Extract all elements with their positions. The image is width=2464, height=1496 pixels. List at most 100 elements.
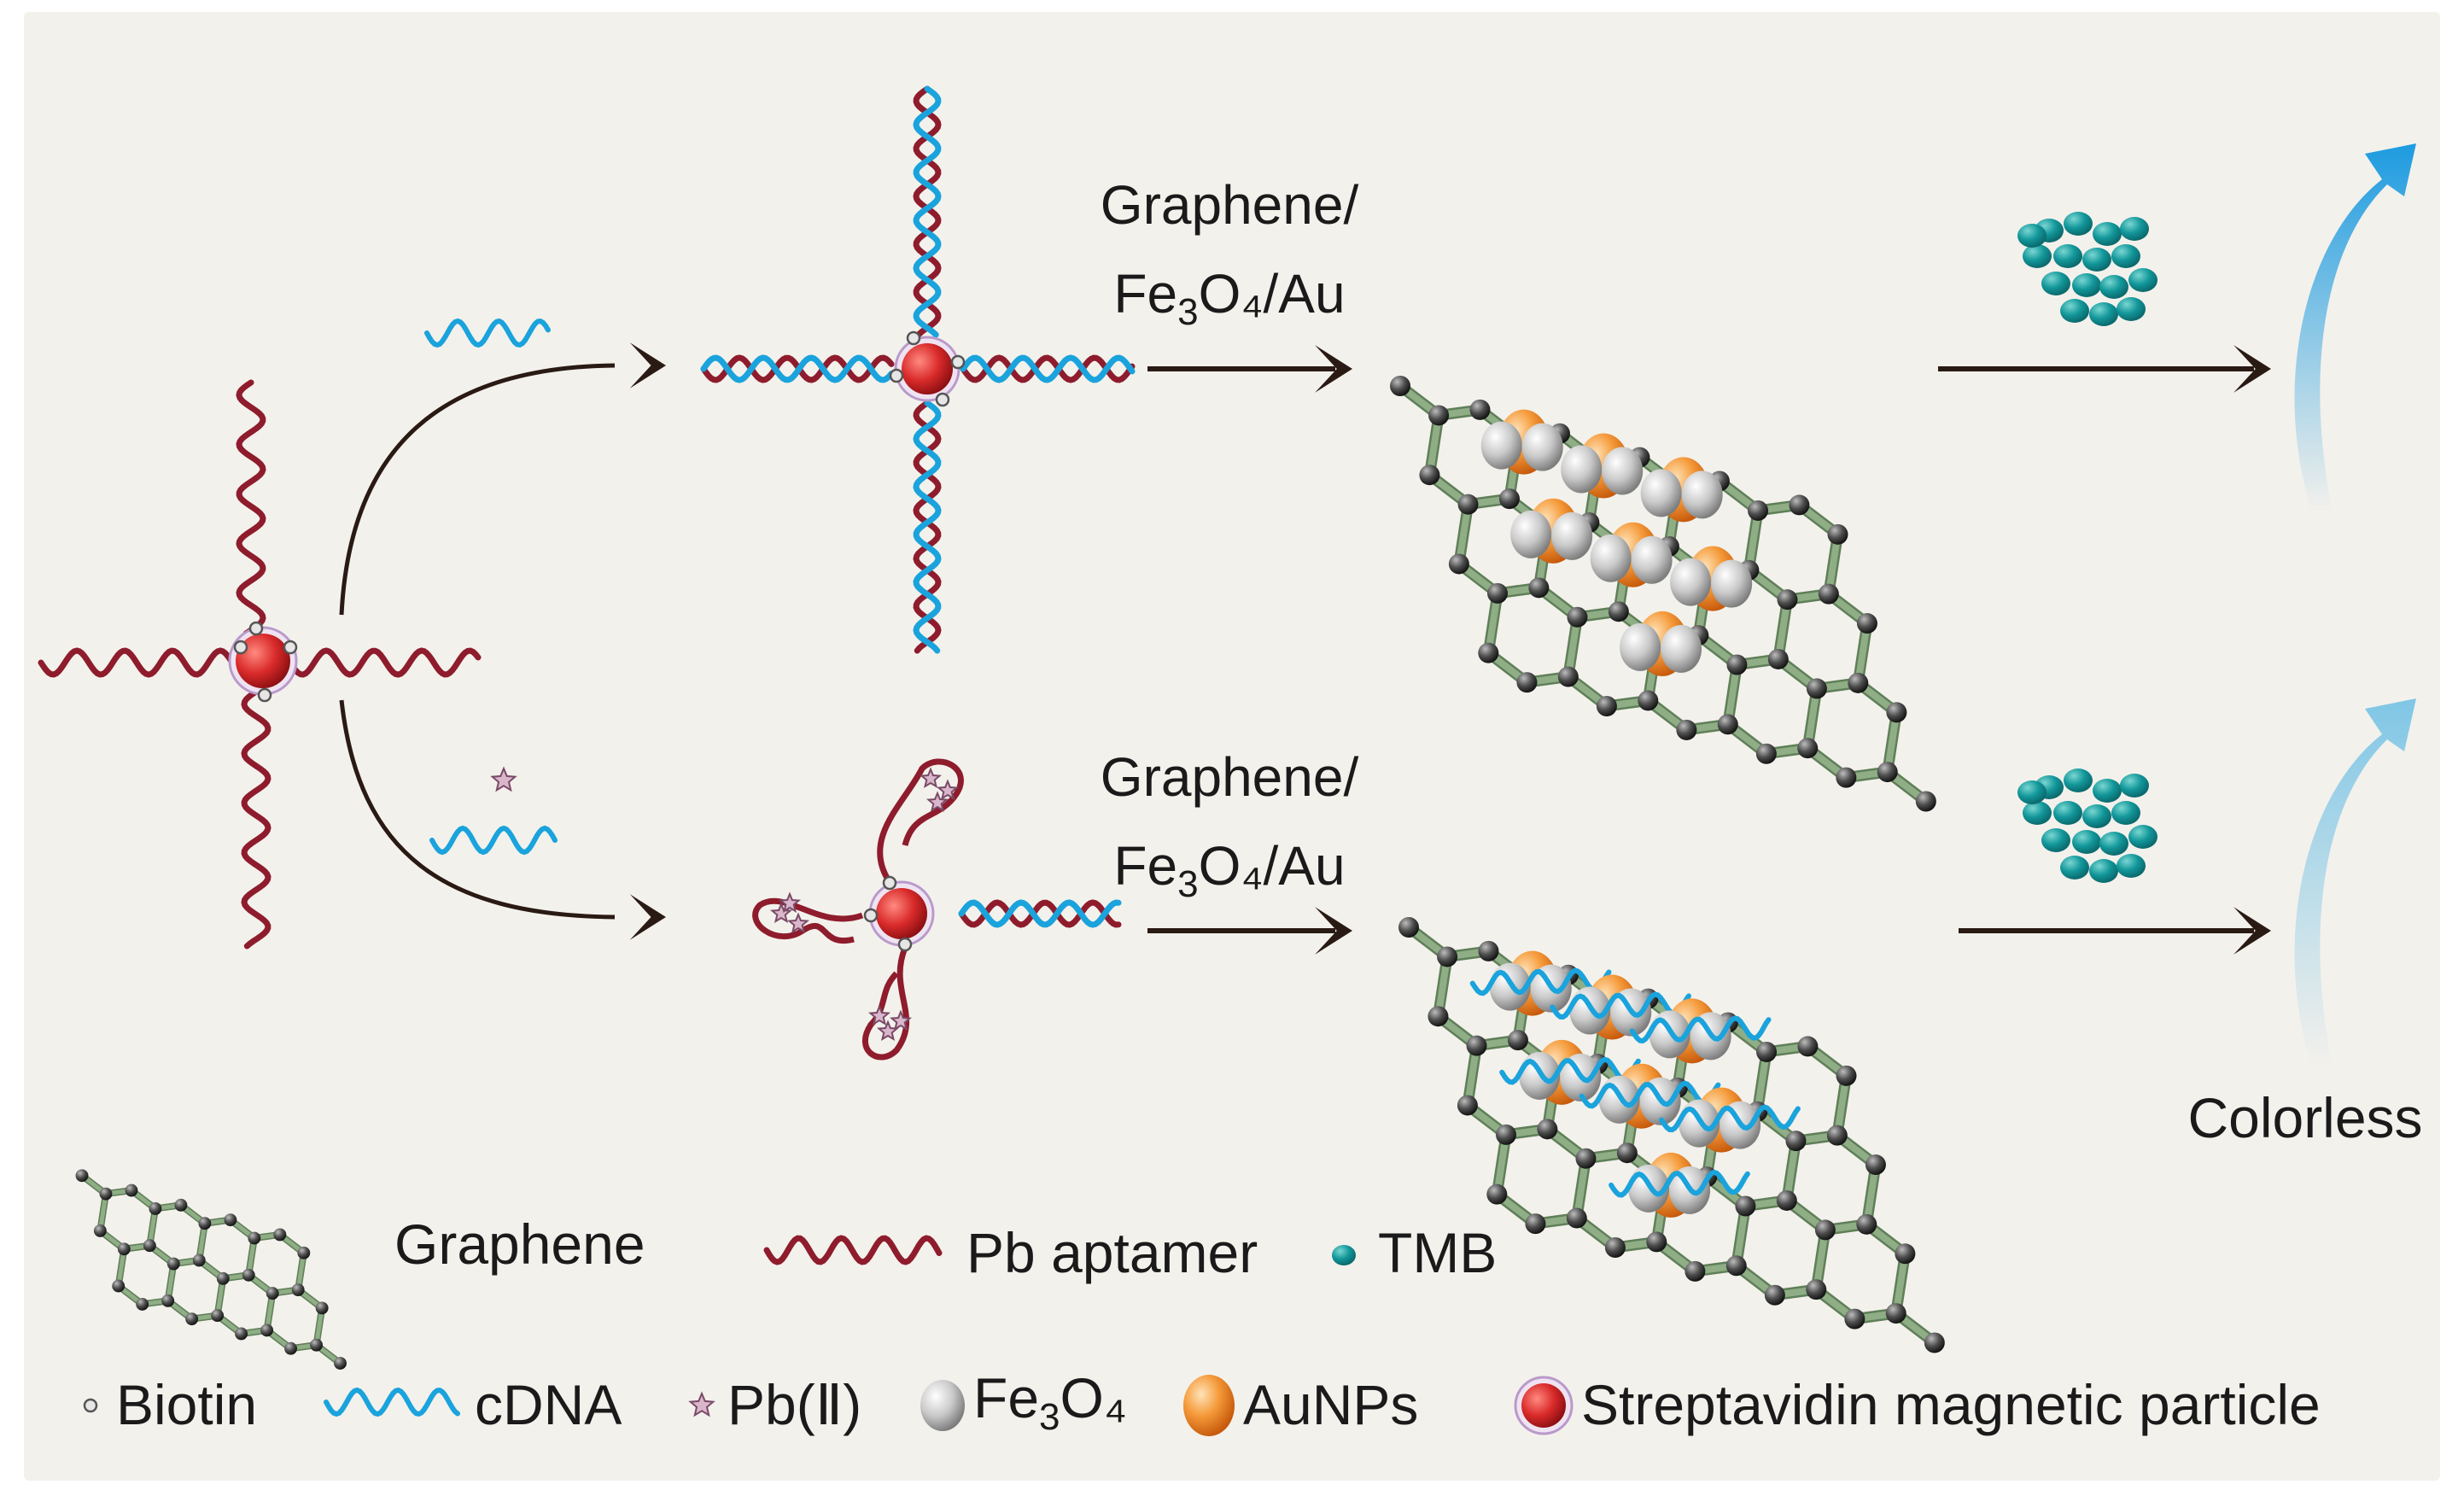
legend-graphene-atom bbox=[99, 1187, 113, 1201]
bottom-lattice-atom bbox=[1525, 1213, 1546, 1235]
bottom-tmb-cluster-dot bbox=[2117, 854, 2146, 878]
legend-graphene-label: Graphene bbox=[394, 1213, 645, 1276]
bottom-added-cdna bbox=[429, 825, 558, 856]
bottom-tmb-cluster-dot bbox=[2099, 832, 2128, 856]
bottom-step-label-line1: Graphene/ bbox=[1101, 746, 1359, 808]
top-lattice-atom bbox=[1469, 399, 1491, 420]
top-duplex-south-cdna bbox=[913, 400, 942, 654]
bottom-lattice-atom bbox=[1844, 1308, 1866, 1329]
legend-graphene-atom bbox=[291, 1283, 305, 1296]
bottom-tmb-cluster-dot bbox=[2093, 779, 2122, 803]
top-lattice-atom bbox=[1428, 405, 1450, 426]
top-added-cdna bbox=[424, 318, 551, 348]
bottom-lattice-atom bbox=[1428, 1006, 1449, 1027]
bottom-lattice-atom bbox=[1764, 1284, 1785, 1306]
bottom-lattice-atom bbox=[1885, 1303, 1906, 1324]
left-probe-arm-west bbox=[38, 647, 239, 678]
top-lattice-atom bbox=[1638, 690, 1659, 711]
particles-layer bbox=[83, 212, 2157, 1436]
legend-pb2-icon bbox=[688, 1391, 715, 1417]
top-lattice-fe3o4 bbox=[1521, 423, 1563, 471]
top-lattice-fe3o4 bbox=[1561, 445, 1603, 494]
left-probe-arm-south bbox=[241, 688, 272, 950]
bottom-lattice-atom bbox=[1865, 1154, 1886, 1176]
top-tmb-cluster-dot bbox=[2072, 273, 2101, 297]
bottom-lattice-adsorbed-cdna bbox=[1499, 1056, 1641, 1085]
left-probe-arm-east bbox=[287, 647, 482, 678]
bottom-lattice-atom bbox=[1507, 1030, 1528, 1051]
bottom-lattice-atom bbox=[1575, 1148, 1597, 1169]
legend-fe3o4-label: Fe3O₄ bbox=[973, 1366, 1127, 1438]
top-lattice-atom bbox=[1767, 648, 1789, 669]
bottom-lattice-atom bbox=[1616, 1142, 1638, 1164]
legend-graphene-atom bbox=[112, 1279, 126, 1293]
bottom-lattice-atom bbox=[1924, 1332, 1945, 1353]
bottom-lattice-atom bbox=[1457, 1095, 1478, 1116]
top-lattice-fe3o4 bbox=[1590, 534, 1632, 582]
left-probe-biotin bbox=[248, 621, 264, 636]
legend-pb-aptamer-label: Pb aptamer bbox=[966, 1221, 1258, 1284]
bottom-lattice-adsorbed-cdna bbox=[1609, 1169, 1750, 1198]
light-blue-signal-arrow bbox=[2294, 698, 2416, 1067]
top-tmb-cluster-dot bbox=[2117, 297, 2146, 321]
legend-graphene-icon bbox=[75, 1169, 347, 1370]
top-lattice-fe3o4 bbox=[1480, 421, 1522, 470]
top-lattice-atom bbox=[1557, 666, 1579, 687]
colorless-label: Colorless bbox=[2187, 1086, 2422, 1149]
top-tmb-cluster-dot bbox=[2089, 302, 2118, 326]
legend-graphene-atom bbox=[224, 1213, 237, 1227]
bottom-tmb-cluster-dot bbox=[2064, 768, 2093, 792]
branch-arrow-bottom-head bbox=[629, 894, 666, 940]
legend-pb2-label: Pb(Ⅱ) bbox=[727, 1373, 861, 1436]
legend-tmb-label: TMB bbox=[1378, 1221, 1497, 1284]
bottom-tmb-cluster-dot bbox=[2111, 801, 2140, 825]
blue-signal-arrow bbox=[2294, 143, 2416, 512]
top-duplex-west-cdna bbox=[700, 354, 895, 383]
top-tmb-cluster-dot bbox=[2060, 299, 2089, 323]
legend-fe3o4-icon bbox=[920, 1380, 965, 1431]
bottom-probe-biotin bbox=[863, 908, 879, 923]
bottom-bound-pb2 bbox=[778, 891, 802, 913]
bottom-lattice-atom bbox=[1486, 1183, 1508, 1205]
legend-graphene-atom bbox=[192, 1253, 206, 1267]
dna-strands-layer bbox=[38, 85, 1136, 1417]
legend-aunps-icon bbox=[1183, 1375, 1235, 1436]
top-duplex-biotin bbox=[906, 330, 921, 346]
top-lattice-atom bbox=[1498, 488, 1520, 510]
bottom-lattice-atom bbox=[1685, 1260, 1706, 1282]
bottom-duplex-east-aptamer bbox=[958, 899, 1122, 928]
bottom-folded-aptamer-north bbox=[877, 758, 964, 881]
legend-graphene-atom bbox=[161, 1294, 175, 1307]
top-lattice-atom bbox=[1748, 500, 1769, 521]
top-lattice-atom bbox=[1877, 762, 1898, 783]
bottom-bound-pb2 bbox=[769, 902, 793, 923]
bottom-probe-biotin bbox=[897, 937, 913, 952]
bottom-bound-pb2 bbox=[925, 791, 949, 812]
top-lattice-fe3o4 bbox=[1711, 559, 1753, 608]
bottom-added-pb2 bbox=[490, 766, 517, 792]
top-tmb-cluster-dot bbox=[2041, 272, 2070, 295]
top-lattice-fe3o4 bbox=[1681, 470, 1723, 519]
left-probe-biotin bbox=[257, 687, 272, 703]
bottom-lattice-atom bbox=[1814, 1219, 1836, 1241]
bottom-duplex-east-cdna bbox=[958, 899, 1122, 928]
top-duplex-north-aptamer bbox=[913, 85, 942, 338]
top-tmb-cluster-dot bbox=[2064, 212, 2093, 236]
top-lattice-atom bbox=[1516, 672, 1538, 693]
bottom-tmb-cluster-dot bbox=[2128, 825, 2157, 849]
top-lattice-fe3o4 bbox=[1620, 622, 1661, 671]
top-lattice-fe3o4 bbox=[1631, 535, 1673, 584]
bottom-bound-pb2 bbox=[919, 767, 943, 788]
bottom-tmb-cluster-dot bbox=[2023, 801, 2052, 825]
bottom-tmb-cluster-dot bbox=[2017, 780, 2047, 804]
top-lattice-atom bbox=[1608, 601, 1629, 622]
bottom-lattice-atom bbox=[1566, 1207, 1587, 1229]
legend-biotin-label: Biotin bbox=[116, 1373, 257, 1436]
bottom-lattice-atom bbox=[1856, 1213, 1877, 1235]
top-duplex-north-cdna bbox=[913, 85, 942, 338]
branch-arrow-top-head bbox=[629, 342, 666, 389]
bottom-probe-particle bbox=[876, 888, 927, 939]
top-lattice-atom bbox=[1528, 577, 1550, 599]
legend-graphene-atom bbox=[334, 1357, 347, 1370]
